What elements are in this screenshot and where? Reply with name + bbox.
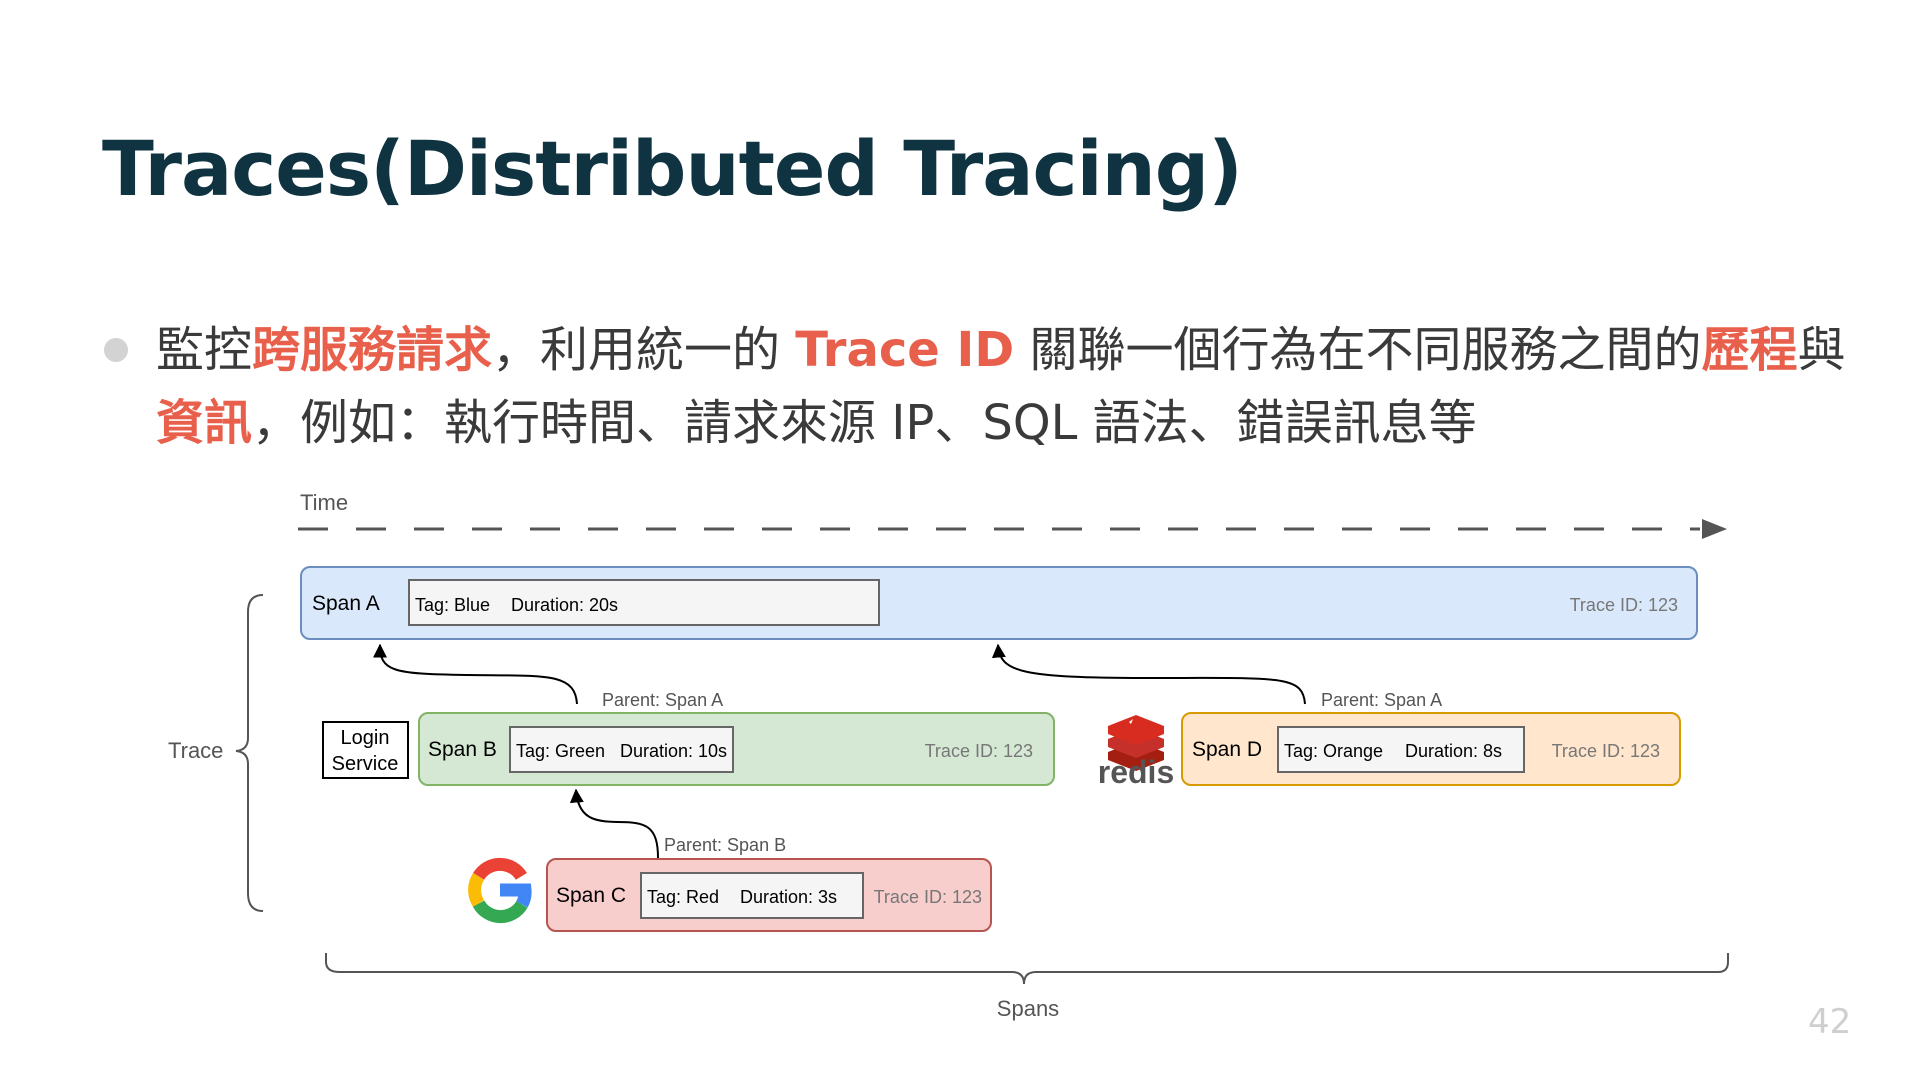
trace-label: Trace bbox=[168, 738, 223, 763]
bullet-dot bbox=[104, 338, 128, 362]
spans-label: Spans bbox=[997, 996, 1059, 1021]
span-c-name: Span C bbox=[556, 884, 626, 907]
google-logo-red bbox=[473, 857, 527, 881]
google-logo bbox=[468, 857, 532, 924]
bullet-segment: ，例如：執行時間、請求來源 IP、SQL 語法、錯誤訊息等 bbox=[252, 395, 1477, 451]
span-b-trace-id: Trace ID: 123 bbox=[925, 741, 1033, 761]
redis-star bbox=[1129, 719, 1133, 724]
span-d-tag: Tag: Orange bbox=[1284, 741, 1383, 761]
span-a-duration: Duration: 20s bbox=[511, 595, 618, 615]
redis-cube-top bbox=[1108, 715, 1164, 745]
google-logo-green bbox=[472, 900, 528, 924]
bullet-segment: 監控 bbox=[156, 322, 253, 378]
span-b-parent-connector bbox=[373, 643, 578, 705]
span-b-parent-label: Parent: Span A bbox=[602, 690, 723, 710]
span-c-parent-label: Parent: Span B bbox=[664, 835, 786, 855]
span-b-tag: Tag: Green bbox=[516, 741, 605, 761]
span-a-name: Span A bbox=[312, 592, 380, 615]
slide-title: Traces(Distributed Tracing) bbox=[102, 124, 1243, 213]
span-d: Span D Tag: Orange Duration: 8s Trace ID… bbox=[1181, 712, 1681, 786]
login-service: Login Service bbox=[322, 721, 409, 779]
span-c-tag: Tag: Red bbox=[647, 887, 719, 907]
span-c-parent-connector bbox=[569, 788, 659, 859]
span-c-duration: Duration: 3s bbox=[740, 887, 837, 907]
span-c-trace-id: Trace ID: 123 bbox=[874, 887, 982, 907]
span-d-duration: Duration: 8s bbox=[1405, 741, 1502, 761]
google-logo-yellow bbox=[468, 872, 485, 908]
span-d-trace-id: Trace ID: 123 bbox=[1552, 741, 1660, 761]
redis-logo: redis bbox=[1098, 715, 1174, 790]
trace-brace bbox=[235, 594, 264, 912]
bullet-highlight: 歷程 bbox=[1701, 322, 1798, 378]
span-c: Span C Tag: Red Duration: 3s Trace ID: 1… bbox=[546, 858, 992, 932]
bullet-segment: 與 bbox=[1797, 322, 1846, 378]
span-b-duration: Duration: 10s bbox=[620, 741, 727, 761]
span-a-tag-box bbox=[408, 579, 880, 626]
bullet-segment: ，利用統一的 bbox=[492, 322, 796, 378]
login-service-label-line1: Login bbox=[341, 727, 390, 749]
time-label: Time bbox=[300, 490, 348, 515]
bullet-highlight: 跨服務請求 bbox=[252, 322, 493, 378]
bullet-segment: 關聯一個行為在不同服務之間的 bbox=[1014, 322, 1702, 378]
span-d-parent-label: Parent: Span A bbox=[1321, 690, 1442, 710]
google-logo-blue bbox=[500, 883, 532, 908]
span-c-tag-box bbox=[640, 872, 864, 919]
spans-brace bbox=[325, 953, 1729, 985]
bullet-highlight: 資訊 bbox=[156, 395, 253, 451]
bullet-highlight: Trace ID bbox=[795, 322, 1015, 378]
span-b: Span B Tag: Green Duration: 10s Trace ID… bbox=[418, 712, 1055, 786]
login-service-label-line2: Service bbox=[332, 753, 399, 775]
span-d-tag-box bbox=[1277, 726, 1525, 773]
span-d-name: Span D bbox=[1192, 738, 1262, 761]
page-number: 42 bbox=[1808, 1002, 1852, 1042]
span-a: Span A Tag: Blue Duration: 20s Trace ID:… bbox=[300, 566, 1698, 640]
span-d-parent-connector bbox=[991, 643, 1306, 705]
bullet-text: 監控跨服務請求，利用統一的 Trace ID 關聯一個行為在不同服務之間的歷程與… bbox=[156, 314, 1876, 460]
span-b-name: Span B bbox=[428, 738, 497, 761]
span-a-trace-id: Trace ID: 123 bbox=[1570, 595, 1678, 615]
login-service-box bbox=[322, 721, 409, 779]
redis-wordmark: redis bbox=[1098, 754, 1174, 790]
span-b-tag-box bbox=[509, 726, 734, 773]
span-a-tag: Tag: Blue bbox=[415, 595, 490, 615]
time-axis-arrowhead bbox=[1702, 519, 1727, 539]
